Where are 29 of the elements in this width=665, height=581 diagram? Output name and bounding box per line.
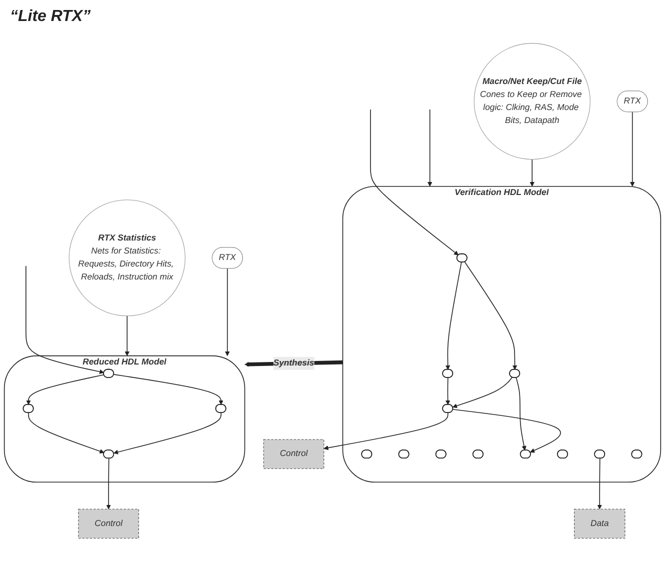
arrow <box>452 408 561 452</box>
arrow <box>597 458 602 510</box>
arrow <box>113 374 224 405</box>
arrow <box>370 108 459 256</box>
note-text: “Lite RTX” <box>10 8 91 26</box>
arrow <box>106 458 111 510</box>
cluster: Reduced HDL Model <box>4 355 246 482</box>
arrow <box>225 268 230 356</box>
node-box: Data <box>574 508 626 538</box>
node-circle: RTX Statistics Nets for Statistics: Requests, Directory Hits, Reloads, Instruction mix <box>68 199 186 316</box>
arrow <box>530 158 534 186</box>
arrow <box>445 377 450 405</box>
arrow <box>28 412 104 454</box>
node-box: Control <box>263 438 324 469</box>
arrow <box>630 111 635 186</box>
arrow <box>26 265 104 374</box>
arrow <box>516 377 526 450</box>
arrow <box>464 261 518 370</box>
cluster: Verification HDL Model <box>342 186 662 482</box>
node-circle: Macro/Net Keep/Cut File Cones to Keep or Remove logic: Clking, RAS, Mode Bits, Datapath <box>474 42 590 160</box>
arrow <box>445 262 462 370</box>
arrow <box>26 374 104 405</box>
arrow <box>124 315 130 356</box>
arrow <box>324 412 448 450</box>
arrow <box>114 412 222 454</box>
node-box: Control <box>78 508 139 538</box>
edge-label: Synthesis <box>273 358 314 368</box>
arrow <box>452 376 513 408</box>
arrow <box>428 108 432 186</box>
